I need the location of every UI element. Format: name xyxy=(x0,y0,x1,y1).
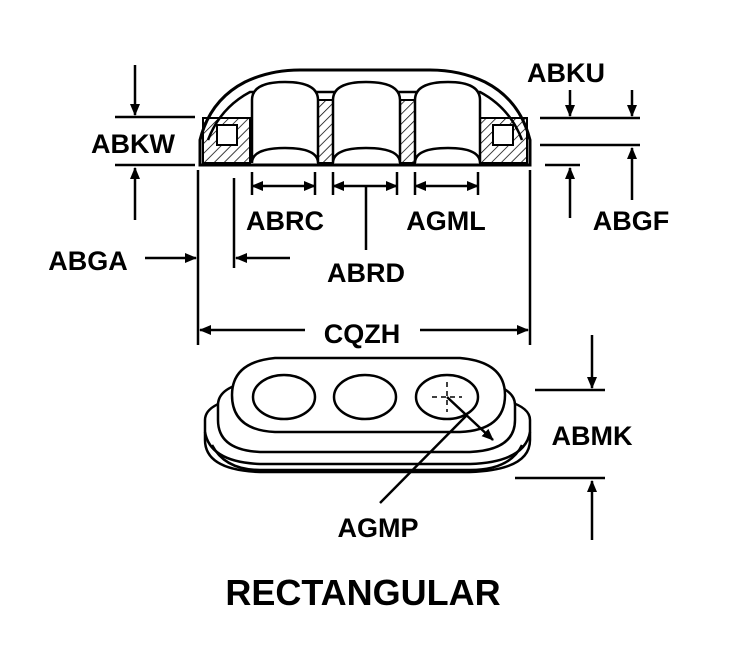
label-abku: ABKU xyxy=(527,58,605,88)
label-agml: AGML xyxy=(406,206,485,236)
label-abga: ABGA xyxy=(48,246,128,276)
cross-section-view xyxy=(198,68,532,167)
label-abrc: ABRC xyxy=(246,206,324,236)
label-abgf: ABGF xyxy=(593,206,670,236)
label-agmp: AGMP xyxy=(338,513,419,543)
label-abkw: ABKW xyxy=(91,129,175,159)
label-abmk: ABMK xyxy=(552,421,633,451)
label-abrd: ABRD xyxy=(327,258,405,288)
diagram-title: RECTANGULAR xyxy=(225,572,500,613)
dimension-lines xyxy=(115,65,640,345)
isometric-view xyxy=(203,356,532,474)
bottom-dimension-lines xyxy=(379,335,605,540)
label-cqzh: CQZH xyxy=(324,319,401,349)
